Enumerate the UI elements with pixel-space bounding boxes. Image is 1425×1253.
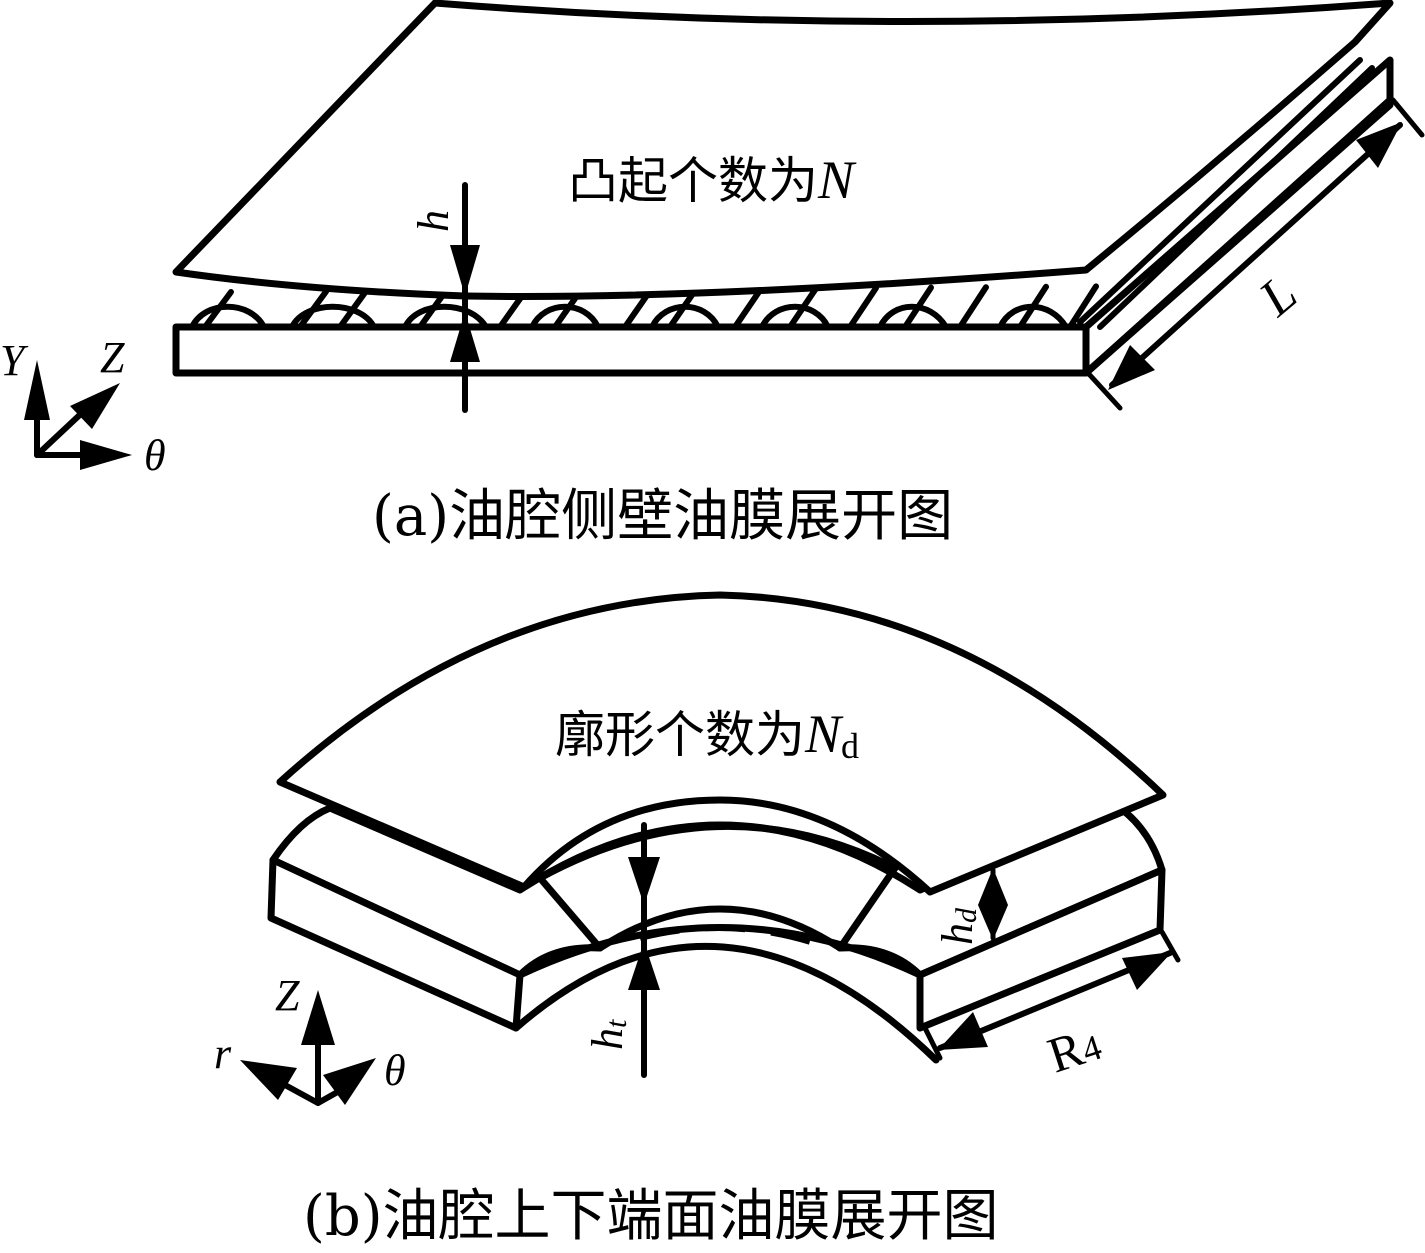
hatch-line [957,284,989,330]
hatch-line [787,285,819,330]
r4-arrow-left-icon [938,1012,988,1050]
hatch-line [732,285,764,330]
label-hd-main: h [933,923,982,945]
hd-arrow-up-icon [978,868,1008,905]
axis-z-line [34,407,88,458]
dimension-hd: hd [933,867,1008,945]
label-ht: ht [583,1019,633,1050]
hatch-line [1067,283,1099,330]
recess-outer-arc [536,822,899,882]
axis-label-theta: θ [144,431,166,480]
profile-count-label: 廓形个数为Nd [555,704,859,766]
axis-label-r: r [214,1029,232,1078]
axis-y-arrow-icon [24,360,50,420]
axis-r-arrow-icon [240,1060,297,1100]
axis-label-z: Z [100,333,125,382]
axis-triad-b: Z r θ [214,971,406,1106]
label-ht-subscript: t [600,1019,633,1028]
hidden-dashed-line [639,925,821,948]
unfolded-film-surface [172,0,1394,300]
ht-arrow-up-icon [628,942,660,990]
r4-extension-top [1159,929,1181,963]
pad-inner-curve-left [516,944,604,979]
axis-triad-a: Y Z θ [0,333,166,480]
l-dimension-line [1109,122,1403,388]
wedge-line-right [836,864,899,952]
hd-arrow-down-icon [978,905,1008,940]
groove-line-1 [1077,57,1363,325]
figure-a: h L 凸起个数为N Y Z θ (a)油腔侧壁油膜展开图 [0,0,1425,549]
bump-count-label: 凸起个数为N [568,150,857,210]
profile-count-symbol: N [804,704,844,764]
pad-inner-arc-bottom [512,942,940,1064]
axis-z-arrow-icon-b [301,990,335,1045]
axis-z-arrow-icon [70,383,120,429]
hatch-line [1017,283,1049,330]
groove-line-2 [1097,65,1375,330]
plate-side-bottom-edge [1082,101,1394,377]
arrow-up-icon [450,312,480,362]
l-extension-top [1390,97,1425,138]
axis-theta-arrow-icon [80,440,132,470]
arrow-down-left-icon [1108,345,1155,390]
ht-arrow-down-icon [628,857,660,905]
l-extension-bottom [1085,370,1123,411]
profile-count-subscript: d [841,726,859,766]
side-wall-plate-front [172,323,1090,377]
label-h: h [409,210,458,232]
label-l: L [1248,265,1308,328]
arrow-up-right-icon [1356,122,1402,168]
pad-recess-arc [596,905,844,952]
wedge-line-left [536,874,604,952]
hatch-line [902,284,934,330]
bump-count-text: 凸起个数为 [568,152,818,210]
axis-label-y: Y [0,336,29,385]
profile-count-text: 廓形个数为 [555,706,805,764]
figure-b: 廓形个数为Nd ht hd R4 [214,591,1181,1249]
hatch-line [337,288,369,330]
bump-count-symbol: N [817,150,857,210]
hatch-line [847,285,879,330]
label-r4: R4 [1041,1014,1107,1083]
dimension-h: h [409,182,480,413]
caption-b: (b)油腔上下端面油膜展开图 [303,1184,999,1248]
pad-right-front-face [916,866,1166,1032]
unfolded-sector-surface [276,591,1167,896]
pad-inner-curve-right [836,944,924,979]
r4-extension-bottom [922,1025,943,1061]
axis-label-z-b: Z [275,971,300,1020]
axis-r-line [282,1082,321,1106]
dimension-ht: ht [583,822,660,1078]
caption-a: (a)油腔侧壁油膜展开图 [372,484,953,549]
label-hd: hd [933,907,983,945]
arrow-down-icon [450,245,480,296]
hatch-line [297,288,329,330]
label-hd-subscript: d [950,907,983,923]
label-ht-main: h [583,1028,632,1050]
r4-arrow-right-icon [1122,952,1172,990]
hatch-line [202,289,234,330]
axis-theta-arrow-icon-b [323,1058,376,1105]
bump-profile [173,303,1089,330]
axis-label-theta-b: θ [384,1046,406,1095]
